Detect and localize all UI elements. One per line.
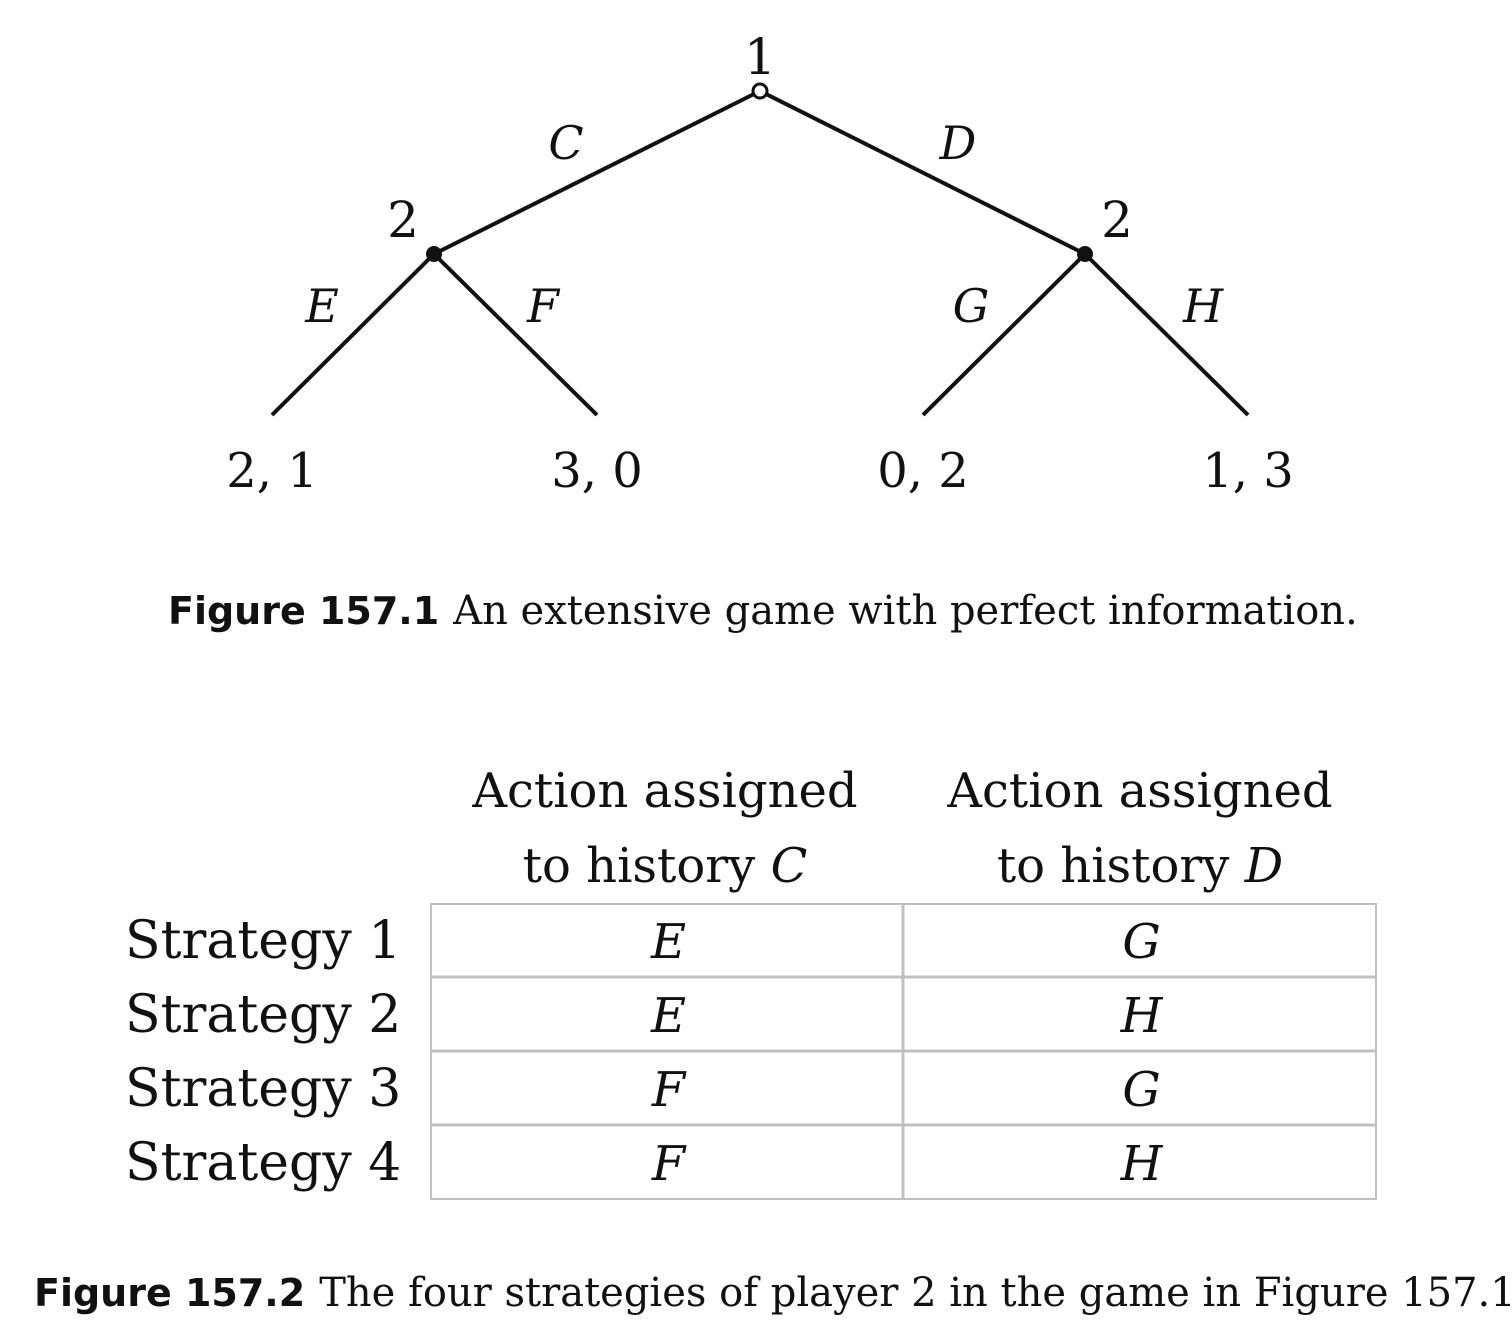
edge-G xyxy=(921,252,1087,417)
left-decision-node xyxy=(426,246,442,262)
column-header-var: C xyxy=(770,838,808,894)
right-decision-node xyxy=(1077,246,1093,262)
table-cell-s2-d: H xyxy=(1120,988,1163,1044)
payoff-EF: 3, 0 xyxy=(551,443,643,499)
table-cell-s3-c: F xyxy=(651,1062,686,1118)
table-cell-s4-c: F xyxy=(651,1136,686,1192)
row-label-strategy-4: Strategy 4 xyxy=(125,1133,402,1193)
payoff-EE: 2, 1 xyxy=(226,443,318,499)
column-header-prefix: to history xyxy=(996,838,1245,894)
payoff-DH: 1, 3 xyxy=(1202,443,1294,499)
action-label-F: F xyxy=(527,279,559,333)
edge-D xyxy=(759,89,1086,256)
action-label-C: C xyxy=(548,116,584,170)
action-label-D: D xyxy=(939,116,977,170)
column-header-line2: to history C xyxy=(430,829,900,904)
root-player-label: 1 xyxy=(744,28,776,86)
left-player-label: 2 xyxy=(387,191,419,249)
action-label-H: H xyxy=(1182,279,1224,333)
caption-text: An extensive game with perfect informati… xyxy=(453,588,1358,634)
caption-text: The four strategies of player 2 in the g… xyxy=(319,1270,1512,1316)
action-label-E: E xyxy=(305,279,339,333)
table-cell-s3-d: G xyxy=(1122,1062,1161,1118)
row-label-strategy-3: Strategy 3 xyxy=(125,1059,402,1119)
edge-C xyxy=(433,89,761,256)
column-header-line1: Action assigned xyxy=(472,763,858,819)
table-gridlines xyxy=(430,903,1377,1200)
action-label-G: G xyxy=(952,279,990,333)
figure-157-2-caption: Figure 157.2 The four strategies of playe… xyxy=(34,1273,1512,1313)
table-cell-s2-c: E xyxy=(650,988,687,1044)
figure-157-1-caption: Figure 157.1 An extensive game with perfe… xyxy=(168,591,1358,631)
table-cell-s4-d: H xyxy=(1120,1136,1163,1192)
column-header-D: Action assigned to history D xyxy=(905,754,1375,904)
payoff-DG: 0, 2 xyxy=(877,443,969,499)
row-label-strategy-1: Strategy 1 xyxy=(125,911,402,971)
row-label-strategy-2: Strategy 2 xyxy=(125,985,402,1045)
caption-number: Figure 157.1 xyxy=(168,589,440,633)
edge-H xyxy=(1083,252,1250,417)
column-header-C: Action assigned to history C xyxy=(430,754,900,904)
edge-F xyxy=(432,252,599,417)
column-header-prefix: to history xyxy=(522,838,771,894)
column-header-line2: to history D xyxy=(905,829,1375,904)
column-header-line1: Action assigned xyxy=(947,763,1333,819)
game-tree xyxy=(270,82,1250,417)
caption-number: Figure 157.2 xyxy=(34,1271,306,1315)
table-cell-s1-c: E xyxy=(650,914,687,970)
edge-E xyxy=(270,252,436,417)
right-player-label: 2 xyxy=(1101,191,1133,249)
table-cell-s1-d: G xyxy=(1122,914,1161,970)
strategy-table: E G E H F G F H xyxy=(430,903,1377,1200)
column-header-var: D xyxy=(1244,838,1284,894)
root-node xyxy=(751,82,769,100)
